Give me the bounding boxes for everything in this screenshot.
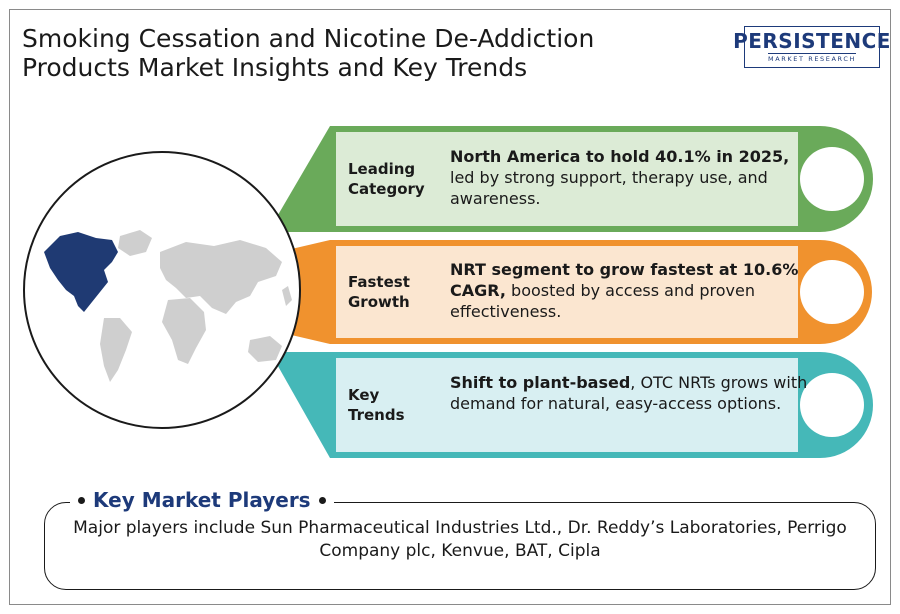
title-line-2: Products Market Insights and Key Trends — [22, 53, 528, 82]
key-players-title: Key Market Players — [93, 488, 311, 512]
key-players-text: Major players include Sun Pharmaceutical… — [73, 518, 847, 561]
bullet-dot-icon — [78, 496, 85, 504]
leading-label-line2: Category — [348, 180, 425, 198]
title-line-1: Smoking Cessation and Nicotine De-Addict… — [22, 24, 595, 53]
card-key-trends — [330, 352, 873, 458]
card-leading-category — [330, 126, 873, 232]
leading-description: led by strong support, therapy use, and … — [450, 168, 768, 208]
fastest-growth-text: NRT segment to grow fastest at 10.6% CAG… — [450, 259, 810, 322]
brand-logo: PERSISTENCE MARKET RESEARCH — [733, 26, 890, 68]
fastest-growth-label: Fastest Growth — [348, 272, 410, 312]
bullet-dot-icon — [318, 496, 326, 504]
key-players-box — [44, 502, 876, 590]
fastest-label-line1: Fastest — [348, 273, 410, 291]
trends-label-line2: Trends — [348, 406, 405, 424]
fastest-description: boosted by access and proven effectivene… — [450, 281, 755, 321]
south-america-shape — [100, 318, 132, 382]
key-trends-text: Shift to plant-based, OTC NRTs grows wit… — [450, 372, 810, 414]
trends-label-line1: Key — [348, 386, 380, 404]
logo-wordmark: PERSISTENCE — [733, 28, 891, 53]
leading-category-text: North America to hold 40.1% in 2025, led… — [450, 146, 810, 209]
fastest-label-line2: Growth — [348, 293, 410, 311]
card-fastest-growth — [330, 240, 872, 344]
logo-subtitle: MARKET RESEARCH — [768, 52, 856, 63]
trends-description: , OTC NRTs grows with demand for natural… — [450, 373, 808, 413]
fastest-highlight: NRT segment to grow fastest at 10.6% CAG… — [450, 260, 799, 300]
asia-island-shape — [282, 286, 292, 306]
australia-shape — [248, 336, 282, 362]
leading-wedge — [268, 126, 330, 232]
leading-highlight: North America to hold 40.1% in 2025, — [450, 147, 790, 166]
leading-label-line1: Leading — [348, 160, 416, 178]
world-map-globe — [23, 151, 301, 429]
greenland-shape — [118, 230, 152, 256]
trends-highlight: Shift to plant-based — [450, 373, 631, 392]
page-title: Smoking Cessation and Nicotine De-Addict… — [22, 24, 712, 82]
key-trends-label: Key Trends — [348, 385, 405, 425]
europe-asia-shape — [160, 240, 282, 314]
leading-category-label: Leading Category — [348, 159, 425, 199]
north-america-shape — [44, 232, 118, 312]
key-players-heading: Key Market Players — [70, 488, 334, 512]
trends-wedge — [270, 352, 330, 458]
africa-shape — [162, 298, 206, 364]
